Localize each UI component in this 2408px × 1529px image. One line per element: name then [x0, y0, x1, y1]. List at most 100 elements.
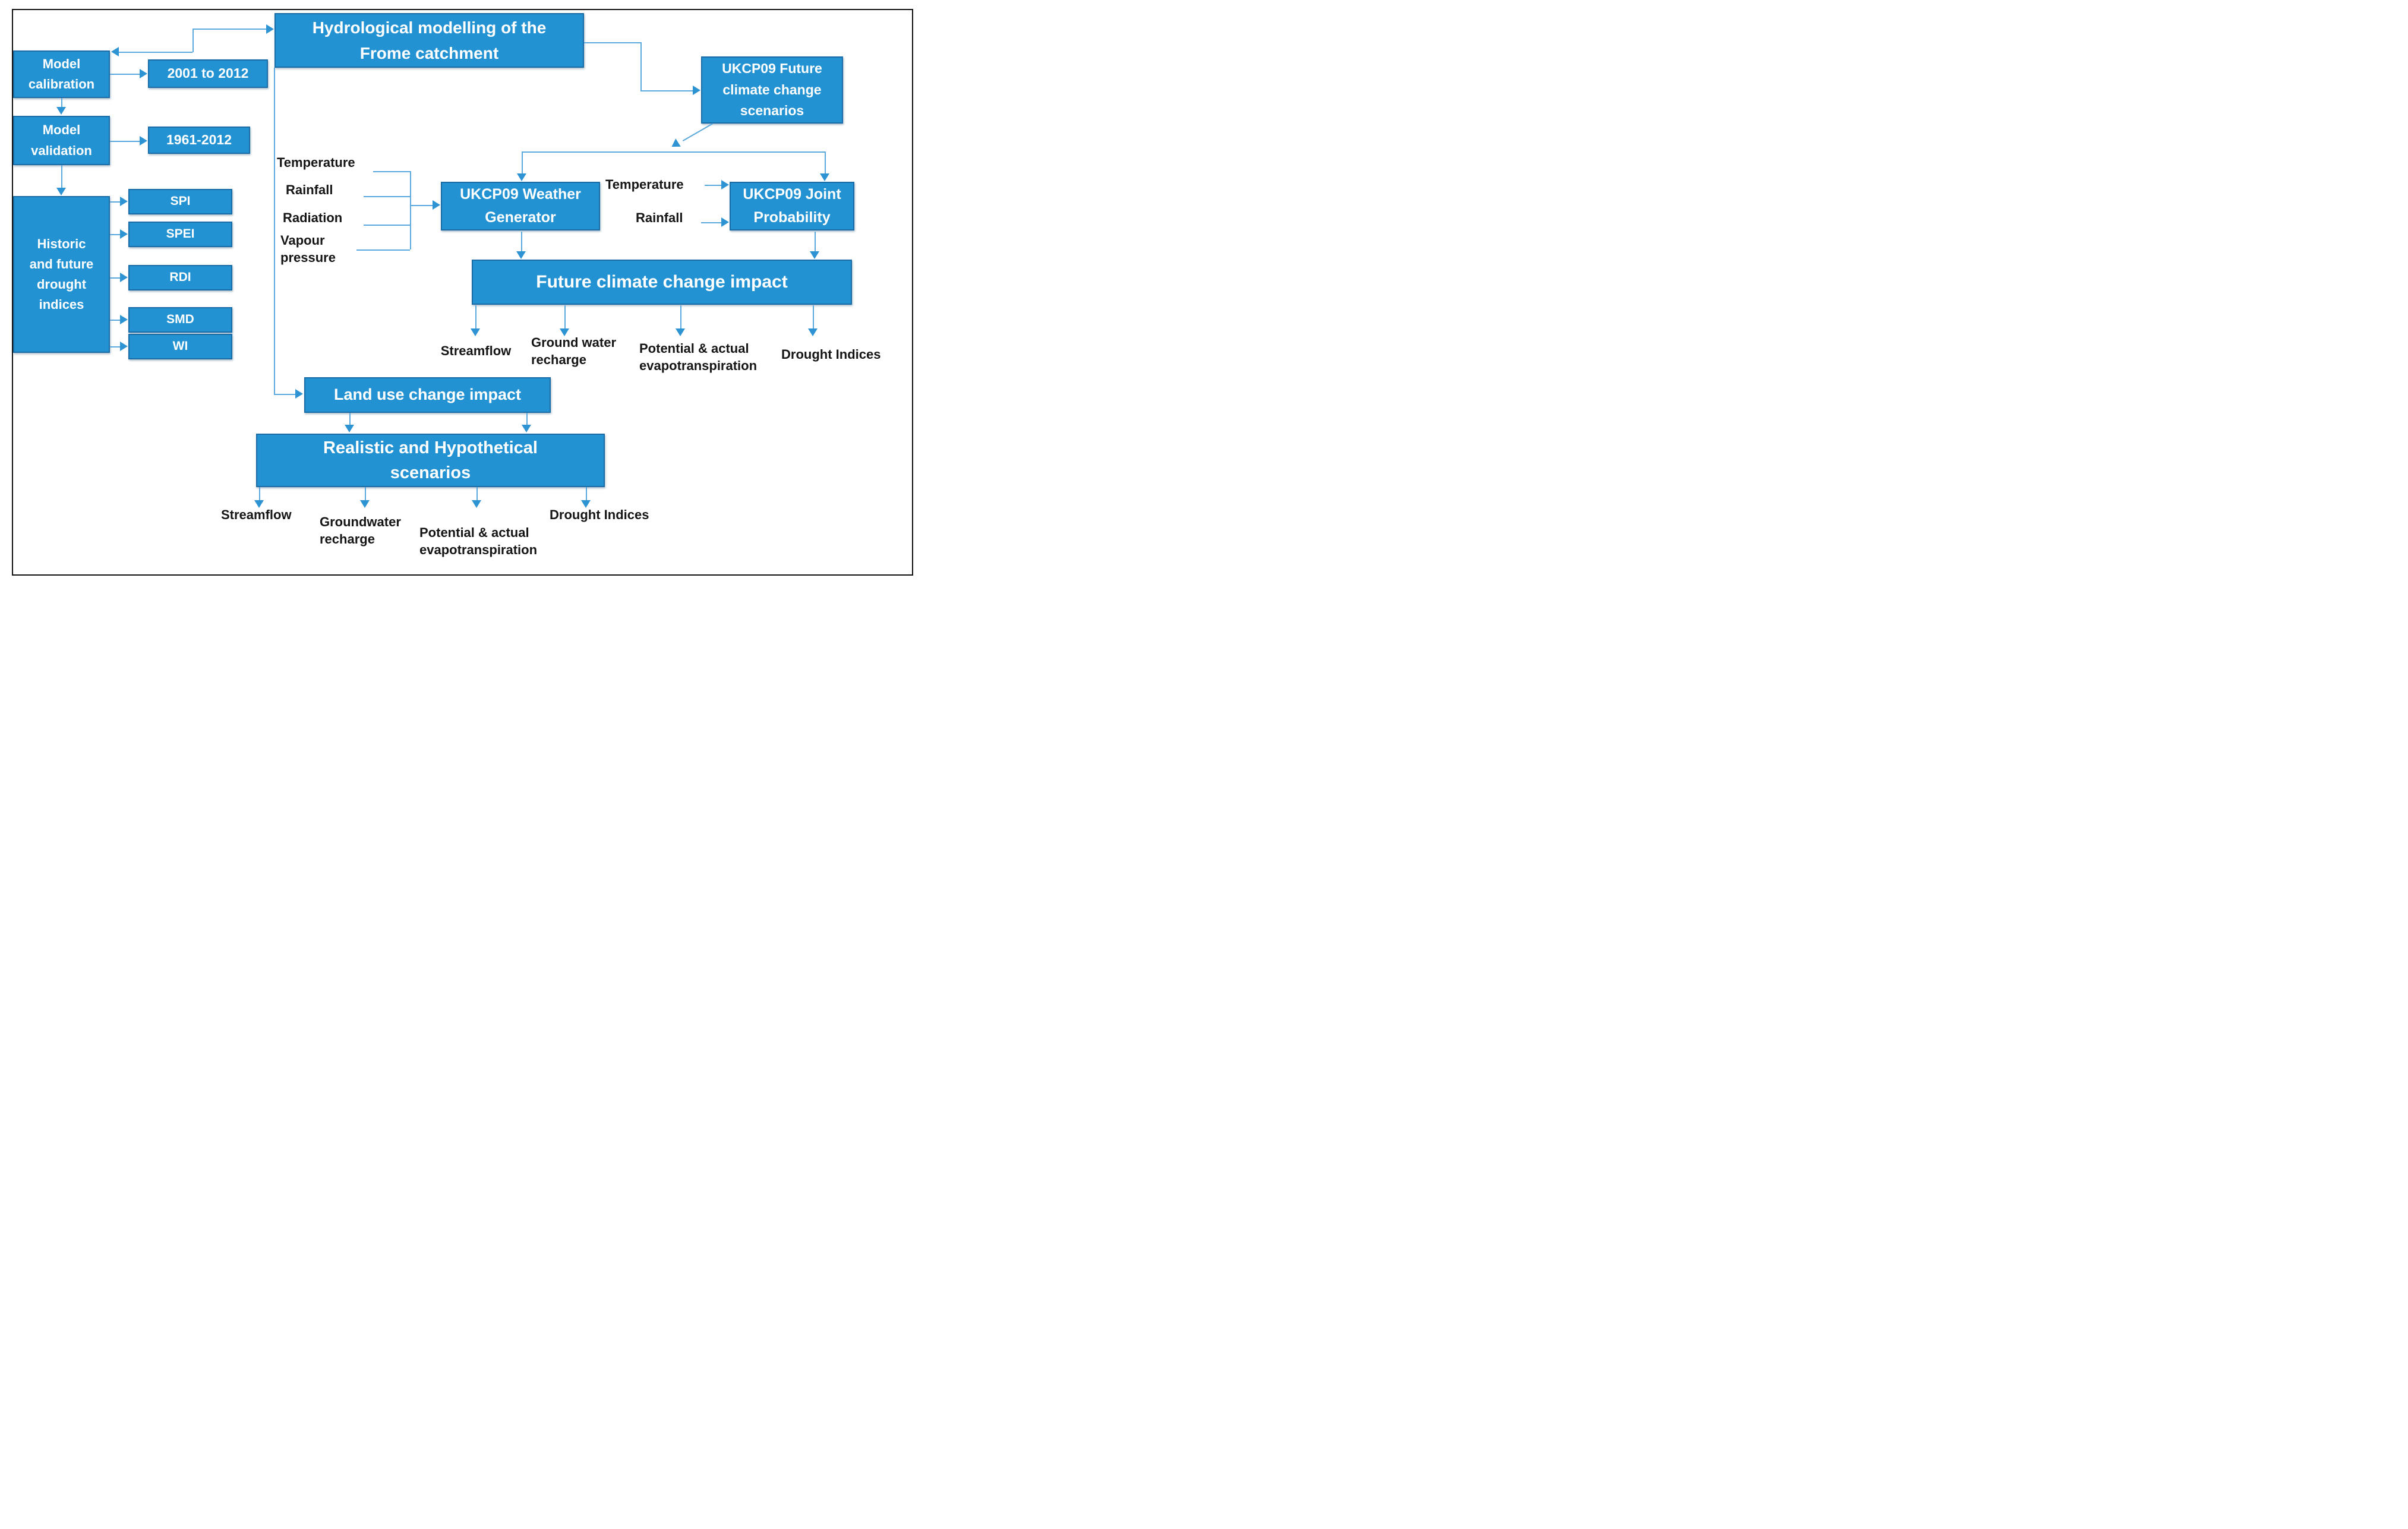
arrowhead-icon [471, 328, 480, 336]
arrowhead-icon [254, 500, 264, 508]
connector-line [586, 487, 587, 501]
box-future-scenarios: UKCP09 Future climate change scenarios [701, 56, 843, 124]
arrowhead-icon [120, 273, 128, 282]
box-model-calibration: Model calibration [13, 50, 110, 98]
connector-line [564, 305, 566, 330]
connector-line [364, 196, 410, 197]
connector-line [410, 171, 411, 249]
arrowhead-icon [56, 188, 66, 195]
box-smd: SMD [128, 307, 232, 333]
arrowhead-icon [560, 328, 569, 336]
arrowhead-icon [56, 107, 66, 115]
box-weather-generator: UKCP09 Weather Generator [441, 182, 600, 230]
arrowhead-icon [111, 47, 119, 56]
connector-line [259, 487, 260, 501]
connector-line [815, 232, 816, 252]
connector-line [522, 151, 825, 153]
connector-line [813, 305, 814, 330]
connector-line [110, 141, 140, 142]
connector-line [110, 320, 122, 321]
connector-line [701, 222, 722, 223]
connector-line [364, 225, 410, 226]
box-wi: WI [128, 334, 232, 359]
label-drought-indices-scenarios: Drought Indices [550, 507, 649, 522]
diagram-frame [12, 9, 913, 576]
connector-line [110, 346, 122, 348]
connector-line [356, 249, 410, 251]
box-spi: SPI [128, 189, 232, 214]
connector-line [61, 165, 62, 189]
connector-line [522, 151, 523, 175]
connector-line [476, 487, 478, 501]
connector-line [61, 98, 62, 109]
connector-line [365, 487, 366, 501]
connector-line [475, 305, 476, 330]
connector-line [192, 29, 194, 52]
arrowhead-icon [721, 180, 729, 189]
arrowhead-icon [820, 173, 829, 181]
arrowhead-icon [266, 24, 274, 34]
connector-line [373, 171, 410, 172]
box-hydrological-modelling: Hydrological modelling of the Frome catc… [274, 13, 584, 68]
arrowhead-icon [676, 328, 685, 336]
arrowhead-icon [721, 217, 729, 227]
arrowhead-icon [516, 251, 526, 259]
label-evapotranspiration-scenarios: Potential & actual evapotranspiration [419, 525, 538, 558]
arrowhead-icon [120, 229, 128, 239]
box-model-validation: Model validation [13, 116, 110, 165]
connector-line [118, 52, 192, 53]
connector-line [110, 277, 122, 279]
label-drought-indices-future: Drought Indices [781, 347, 881, 362]
label-vapour-pressure-input: Vapour pressure [280, 233, 336, 266]
label-radiation-input: Radiation [283, 210, 343, 225]
connector-line [705, 185, 722, 186]
connector-line [526, 413, 528, 426]
box-spei: SPEI [128, 222, 232, 247]
label-temperature-input: Temperature [277, 155, 355, 170]
connector-line [349, 413, 351, 426]
label-rainfall-jp-input: Rainfall [636, 210, 683, 225]
label-streamflow-scenarios: Streamflow [221, 507, 292, 522]
arrowhead-icon [522, 425, 531, 432]
flowchart-canvas: Hydrological modelling of the Frome catc… [0, 0, 918, 583]
box-rdi: RDI [128, 265, 232, 290]
connector-line [410, 205, 434, 206]
label-streamflow-future: Streamflow [440, 343, 512, 358]
arrowhead-icon [140, 136, 147, 146]
connector-line [584, 42, 641, 43]
connector-line [640, 42, 642, 90]
arrowhead-icon [345, 425, 354, 432]
connector-line [640, 90, 694, 91]
arrowhead-icon [433, 200, 440, 210]
box-validation-period: 1961-2012 [148, 127, 250, 154]
connector-line [521, 232, 522, 252]
arrowhead-icon [120, 315, 128, 324]
arrowhead-icon [472, 500, 481, 508]
box-land-use-impact: Land use change impact [304, 377, 551, 413]
arrowhead-icon [581, 500, 591, 508]
connector-line [680, 305, 681, 330]
arrowhead-icon [808, 328, 818, 336]
connector-line [110, 234, 122, 235]
arrowhead-icon [120, 342, 128, 351]
label-evapotranspiration-future: Potential & actual evapotranspiration [639, 341, 758, 374]
arrowhead-icon [693, 86, 700, 95]
arrowhead-icon [810, 251, 819, 259]
box-joint-probability: UKCP09 Joint Probability [730, 182, 854, 230]
connector-line [825, 151, 826, 175]
label-groundwater-future: Ground water recharge [531, 335, 617, 368]
box-calibration-period: 2001 to 2012 [148, 59, 268, 88]
arrowhead-icon [140, 69, 147, 78]
box-historic-drought-indices: Historic and future drought indices [13, 196, 110, 353]
connector-line [274, 68, 275, 394]
connector-line [110, 201, 122, 203]
arrowhead-icon [517, 173, 526, 181]
arrowhead-icon [120, 197, 128, 206]
box-future-climate-impact: Future climate change impact [472, 260, 852, 305]
label-temperature-jp-input: Temperature [605, 177, 684, 192]
connector-line [192, 29, 267, 30]
label-rainfall-input: Rainfall [286, 182, 333, 197]
box-realistic-scenarios: Realistic and Hypothetical scenarios [256, 434, 605, 487]
arrowhead-icon [295, 389, 303, 399]
arrowhead-icon [360, 500, 370, 508]
